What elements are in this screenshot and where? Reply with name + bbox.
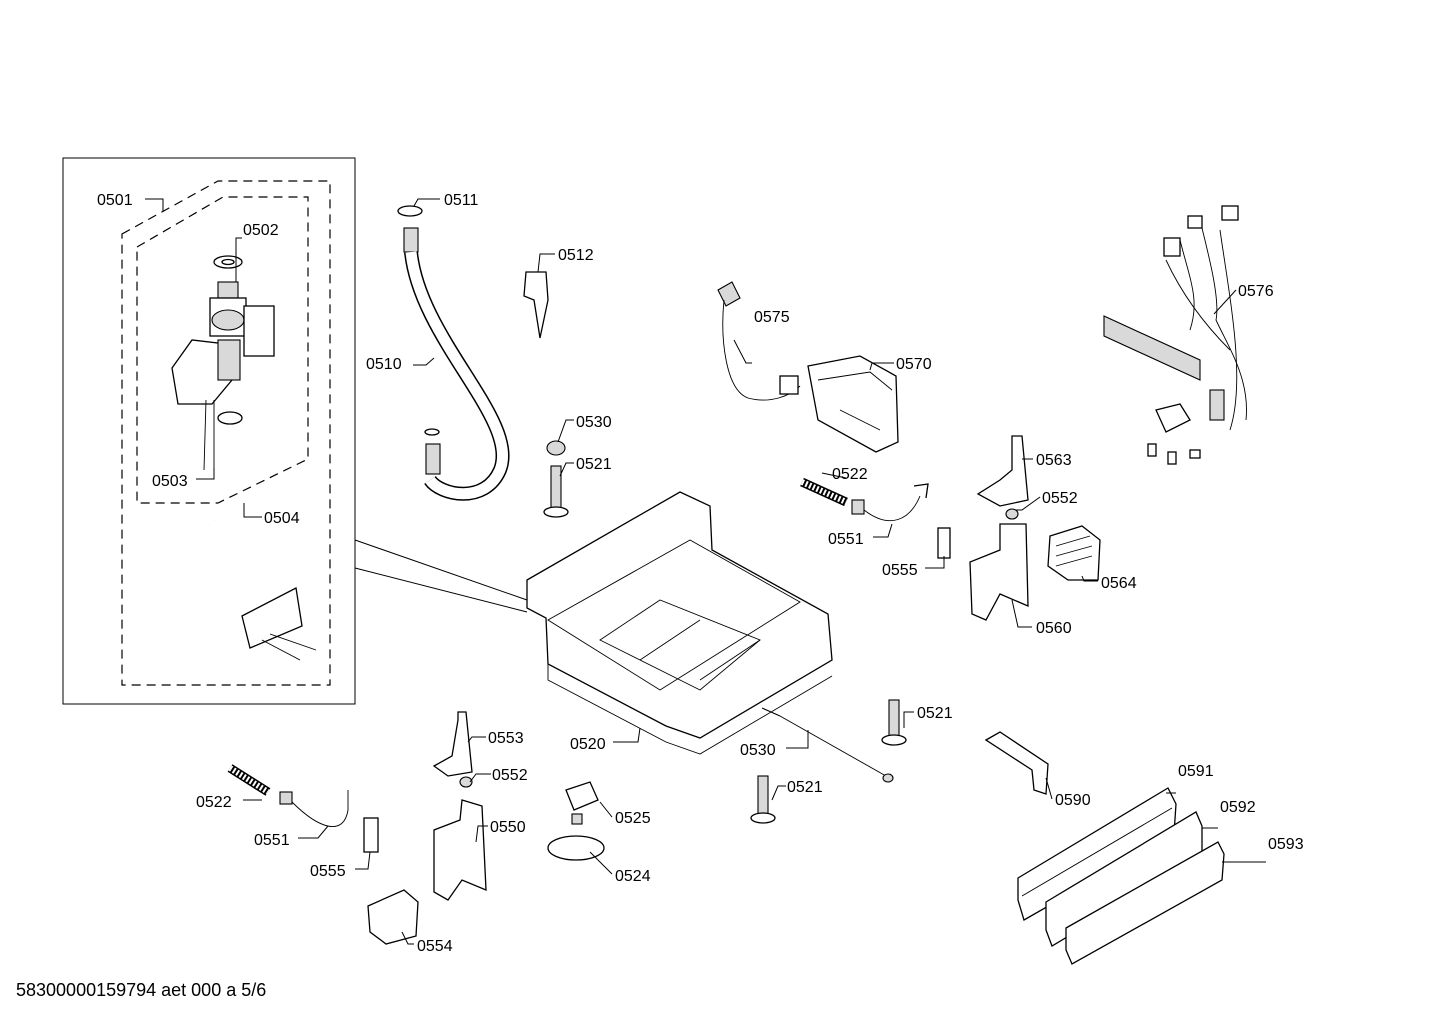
label-0593: 0593 xyxy=(1268,836,1304,853)
label-0525: 0525 xyxy=(615,810,651,827)
sensor-part-0525 xyxy=(565,781,599,811)
label-0552-left: 0552 xyxy=(492,767,528,784)
screw-part-0521-lower-left xyxy=(750,775,776,824)
label-0502: 0502 xyxy=(243,222,279,239)
nut-part-0552-right xyxy=(1005,508,1019,520)
label-0524: 0524 xyxy=(615,868,651,885)
drain-hose-part-0510 xyxy=(397,205,510,501)
leader-lines xyxy=(145,198,1266,945)
label-0504: 0504 xyxy=(264,510,300,527)
label-0520: 0520 xyxy=(570,736,606,753)
label-0530-upper: 0530 xyxy=(576,414,612,431)
label-0503: 0503 xyxy=(152,473,188,490)
cable-part-0530-lower xyxy=(761,707,894,783)
label-0501: 0501 xyxy=(97,192,133,209)
label-0555-left: 0555 xyxy=(310,863,346,880)
bracket-part-0550 xyxy=(433,799,487,901)
wiring-harness-part-0576 xyxy=(1103,205,1247,465)
label-0511: 0511 xyxy=(444,192,479,209)
bracket-part-0563 xyxy=(976,435,1029,507)
label-0563: 0563 xyxy=(1036,452,1072,469)
float-disc-part-0524 xyxy=(547,813,605,861)
label-0521-lower: 0521 xyxy=(787,779,823,796)
label-0590: 0590 xyxy=(1055,792,1091,809)
mains-cable-part-0575 xyxy=(717,281,801,401)
screw-part-0521-upper xyxy=(543,465,569,518)
cable-part-0551-right xyxy=(851,483,929,522)
label-0564: 0564 xyxy=(1101,575,1137,592)
label-0592: 0592 xyxy=(1220,799,1256,816)
label-0521-right: 0521 xyxy=(917,705,953,722)
switch-part-0555-left xyxy=(363,817,379,853)
control-module-part-0570 xyxy=(807,355,899,453)
label-0552-right: 0552 xyxy=(1042,490,1078,507)
label-0560: 0560 xyxy=(1036,620,1072,637)
spring-part-0522-left xyxy=(227,764,271,796)
label-0550: 0550 xyxy=(490,819,526,836)
label-0521-upper: 0521 xyxy=(576,456,612,473)
bracket-part-0560 xyxy=(969,523,1029,621)
screw-part-0521-lower-right xyxy=(881,699,907,746)
plinth-part-0593 xyxy=(1065,841,1225,965)
hose-part-0504 xyxy=(210,519,317,661)
spring-part-0522-right xyxy=(800,477,848,507)
label-0530-lower: 0530 xyxy=(740,742,776,759)
base-tub-part-0520 xyxy=(526,491,833,755)
label-0576: 0576 xyxy=(1238,283,1274,300)
label-0555-right: 0555 xyxy=(882,562,918,579)
bracket-part-0553 xyxy=(432,711,473,777)
label-0575: 0575 xyxy=(754,309,790,326)
clip-part-0512 xyxy=(523,271,549,339)
label-0522-left: 0522 xyxy=(196,794,232,811)
label-0512: 0512 xyxy=(558,247,594,264)
cover-part-0564 xyxy=(1047,525,1101,581)
cap-part-0530 xyxy=(546,440,566,456)
label-0570: 0570 xyxy=(896,356,932,373)
label-0551-left: 0551 xyxy=(254,832,290,849)
part-labels: 0501 0502 0503 0504 0510 0511 0512 0520 … xyxy=(97,192,1304,955)
document-reference-footer: 58300000159794 aet 000 a 5/6 xyxy=(16,980,267,1000)
label-0591: 0591 xyxy=(1178,763,1214,780)
label-0554: 0554 xyxy=(417,938,453,955)
label-0551-right: 0551 xyxy=(828,531,864,548)
cover-part-0554 xyxy=(367,889,419,945)
aquastop-valve-part-0501 xyxy=(171,281,275,471)
label-0522-right: 0522 xyxy=(832,466,868,483)
nut-part-0552-left xyxy=(459,776,473,788)
bracket-part-0590 xyxy=(984,731,1049,795)
label-0553: 0553 xyxy=(488,730,524,747)
inset-detail-frame xyxy=(62,157,528,705)
label-0510: 0510 xyxy=(366,356,402,373)
washer-part-0502 xyxy=(213,255,243,269)
cable-part-0551-left xyxy=(279,790,349,827)
switch-part-0555-right xyxy=(937,527,951,559)
